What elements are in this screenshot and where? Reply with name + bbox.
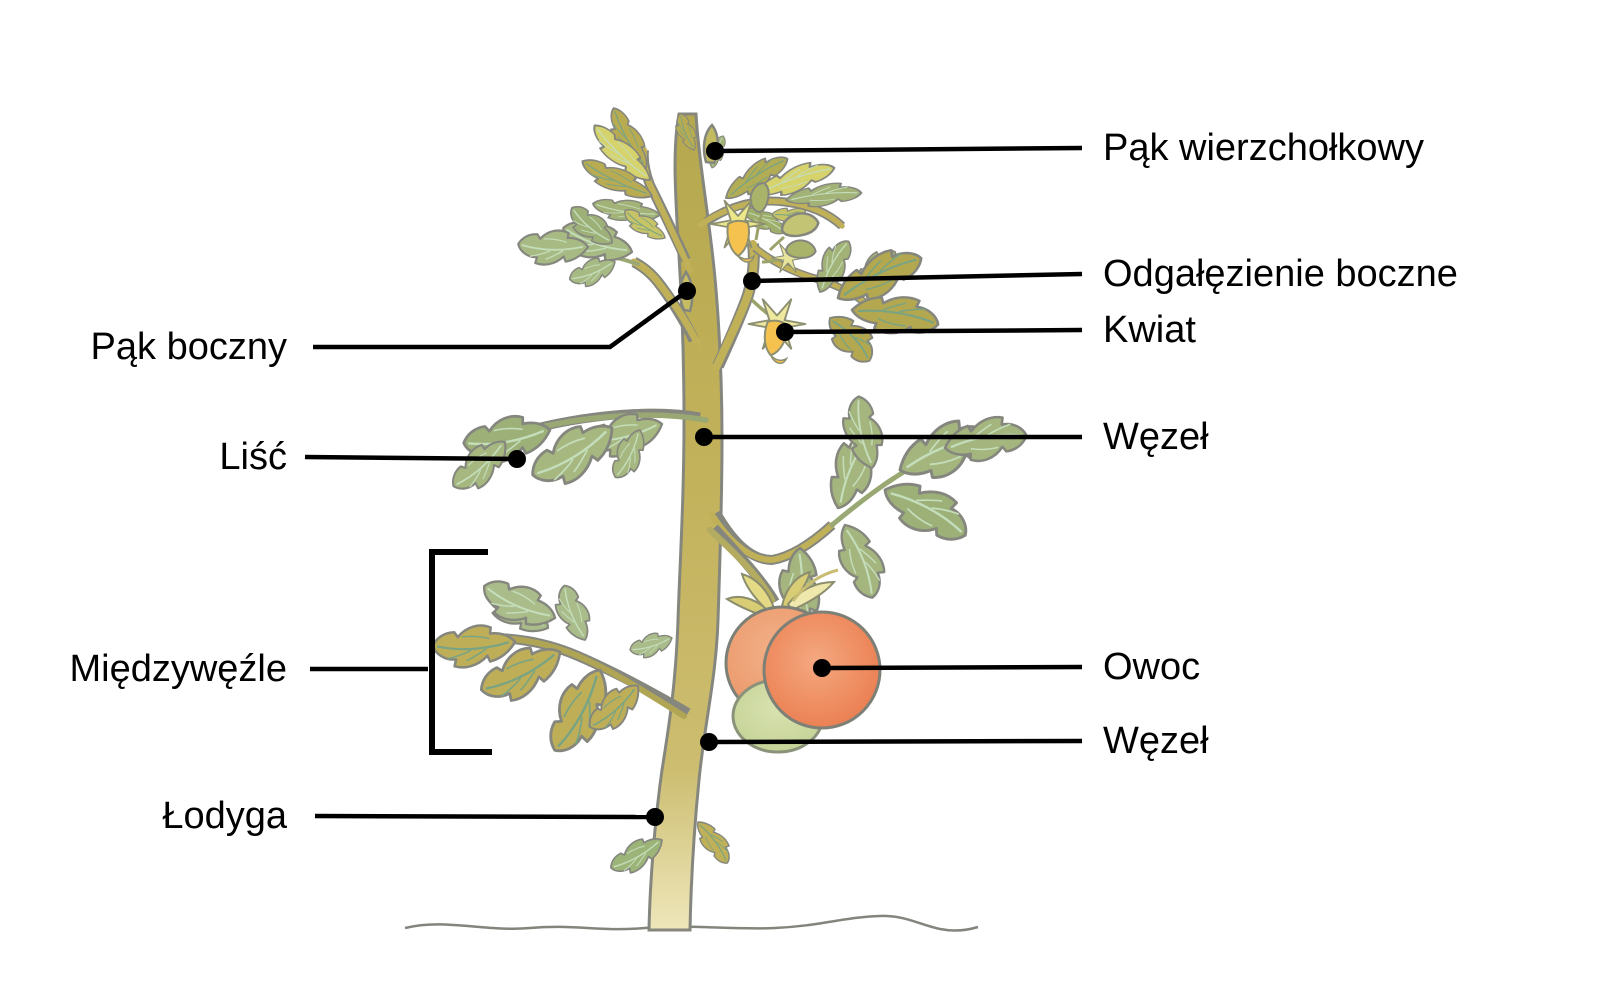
leader-stem [314, 813, 656, 820]
label-leaf: Liść [219, 436, 287, 478]
label-side-branch: Odgałęzienie boczne [1103, 253, 1458, 295]
lower-left-leaf [430, 568, 691, 765]
leader-side-branch [751, 271, 1083, 284]
label-node-lower: Węzeł [1103, 720, 1209, 762]
right-big-leaf [709, 392, 1031, 634]
leader-leaf [304, 454, 518, 462]
label-apical-bud: Pąk wierzchołkowy [1103, 127, 1424, 169]
label-lateral-bud: Pąk boczny [91, 326, 287, 368]
label-internode: Międzywęźle [69, 648, 287, 690]
mid-left-branch [516, 197, 704, 352]
fruit-truss [706, 524, 882, 754]
leader-lateral-bud [313, 289, 689, 350]
stem-shape [647, 112, 724, 932]
flower-kwiat [747, 298, 807, 366]
labels: Pąk wierzchołkowy Odgałęzienie boczne Kw… [69, 127, 1457, 837]
side-branch [710, 179, 944, 376]
leader-apical-bud [714, 145, 1083, 154]
internode-bracket [429, 549, 492, 755]
apex-left-branch [575, 102, 693, 273]
leader-lines [304, 145, 1083, 820]
leader-dots [508, 142, 831, 826]
label-fruit: Owoc [1103, 646, 1200, 688]
ground-line [404, 914, 979, 932]
leader-fruit [821, 664, 1083, 671]
top-right-branch [697, 146, 864, 241]
leader-node-lower [708, 738, 1083, 745]
label-flower: Kwiat [1103, 309, 1196, 351]
leader-flower [784, 327, 1083, 335]
label-stem: Łodyga [162, 795, 288, 837]
leaf-lisc [442, 406, 709, 502]
label-node-upper: Węzeł [1103, 416, 1209, 458]
